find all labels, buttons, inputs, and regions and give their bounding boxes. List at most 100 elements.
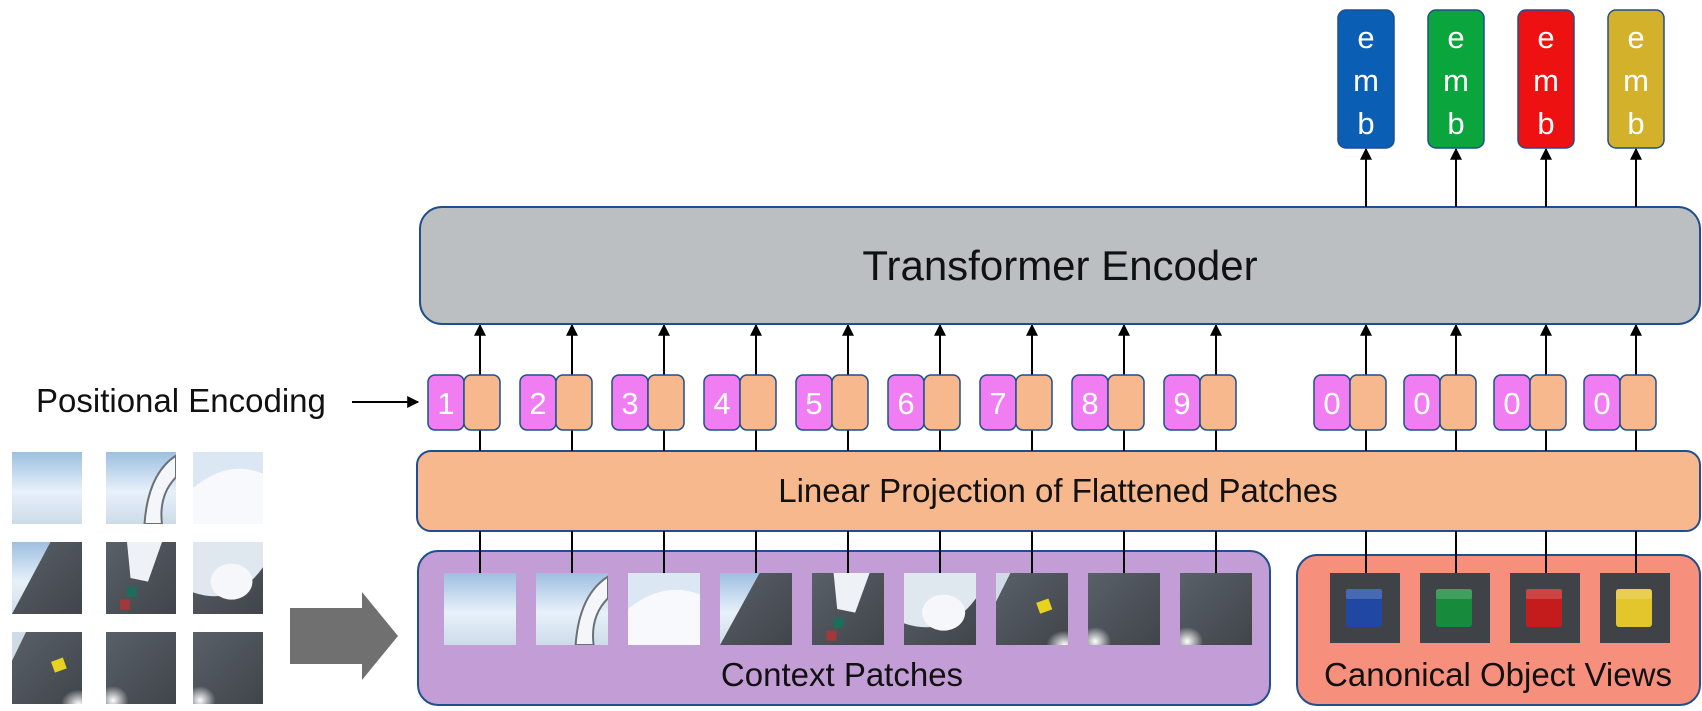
embedding-letter: e bbox=[1447, 20, 1464, 55]
patch-embedding-box bbox=[923, 374, 961, 431]
canonical-object-image bbox=[1510, 573, 1580, 643]
embedding-letter: e bbox=[1627, 20, 1644, 55]
linear-projection-label: Linear Projection of Flattened Patches bbox=[778, 472, 1338, 509]
patch-embedding-box bbox=[647, 374, 685, 431]
input-patch-image bbox=[106, 542, 176, 614]
token: 9 bbox=[1163, 323, 1237, 451]
context-patch-image bbox=[904, 573, 976, 645]
position-index-label: 8 bbox=[1081, 386, 1098, 421]
embedding-box bbox=[1337, 9, 1395, 149]
token: 1 bbox=[427, 323, 501, 451]
embedding-letter: b bbox=[1357, 106, 1374, 141]
patch-embedding-box bbox=[1619, 374, 1657, 431]
token: 0 bbox=[1403, 323, 1477, 451]
patch-embedding-box bbox=[463, 374, 501, 431]
input-patch-image bbox=[193, 632, 263, 704]
token: 8 bbox=[1071, 323, 1145, 451]
big-arrow-icon bbox=[290, 592, 398, 680]
input-patch-image bbox=[12, 452, 82, 524]
transformer-encoder-box bbox=[419, 206, 1701, 325]
linear-projection-bar bbox=[416, 450, 1701, 532]
embedding-letter: b bbox=[1627, 106, 1644, 141]
context-patch-image bbox=[628, 573, 700, 645]
object-cube bbox=[1436, 589, 1472, 627]
embedding-box bbox=[1427, 9, 1485, 149]
embedding-output: emb bbox=[1427, 9, 1485, 207]
token: 0 bbox=[1583, 323, 1657, 451]
position-index-label: 0 bbox=[1593, 386, 1610, 421]
token: 5 bbox=[795, 323, 869, 451]
object-cube bbox=[1616, 589, 1652, 627]
embedding-box bbox=[1517, 9, 1575, 149]
canonical-object-images bbox=[1330, 573, 1670, 643]
canonical-object-image bbox=[1420, 573, 1490, 643]
patch-embedding-box bbox=[1529, 374, 1567, 431]
position-index-label: 0 bbox=[1323, 386, 1340, 421]
embedding-letter: m bbox=[1443, 63, 1469, 98]
embedding-letter: m bbox=[1353, 63, 1379, 98]
input-patch-image bbox=[193, 542, 263, 614]
position-index-label: 5 bbox=[805, 386, 822, 421]
position-index-label: 6 bbox=[897, 386, 914, 421]
input-image-grid bbox=[12, 452, 263, 704]
embedding-letter: b bbox=[1537, 106, 1554, 141]
embedding-letter: m bbox=[1623, 63, 1649, 98]
context-patch-image bbox=[996, 573, 1068, 645]
patch-embedding-box bbox=[739, 374, 777, 431]
embedding-output: emb bbox=[1517, 9, 1575, 207]
position-index-label: 2 bbox=[529, 386, 546, 421]
embedding-letter: b bbox=[1447, 106, 1464, 141]
input-patch-image bbox=[12, 632, 82, 704]
embedding-output: emb bbox=[1607, 9, 1665, 207]
embedding-letter: e bbox=[1537, 20, 1554, 55]
embedding-letter: e bbox=[1357, 20, 1374, 55]
token: 0 bbox=[1493, 323, 1567, 451]
patch-embedding-box bbox=[1349, 374, 1387, 431]
context-patch-image bbox=[1088, 573, 1160, 645]
canonical-object-image bbox=[1330, 573, 1400, 643]
embedding-box bbox=[1607, 9, 1665, 149]
context-patches-label: Context Patches bbox=[721, 656, 963, 693]
input-patch-image bbox=[106, 632, 176, 704]
token: 4 bbox=[703, 323, 777, 451]
position-index-label: 0 bbox=[1413, 386, 1430, 421]
patch-embedding-box bbox=[1199, 374, 1237, 431]
context-patch-image bbox=[812, 573, 884, 645]
token: 7 bbox=[979, 323, 1053, 451]
context-patch-image bbox=[536, 573, 608, 645]
context-patch-image bbox=[720, 573, 792, 645]
token: 3 bbox=[611, 323, 685, 451]
positional-encoding-label: Positional Encoding bbox=[36, 382, 326, 419]
embedding-letter: m bbox=[1533, 63, 1559, 98]
token-row: 1 2 3 4 5 6 7 8 9 0 0 0 0 bbox=[427, 323, 1657, 451]
position-index-label: 0 bbox=[1503, 386, 1520, 421]
patch-connector-lines bbox=[479, 531, 1637, 573]
embedding-output: emb bbox=[1337, 9, 1395, 207]
position-index-label: 9 bbox=[1173, 386, 1190, 421]
patch-embedding-box bbox=[555, 374, 593, 431]
context-patch-image bbox=[444, 573, 516, 645]
patch-embedding-box bbox=[1439, 374, 1477, 431]
object-cube bbox=[1526, 589, 1562, 627]
input-patch-image bbox=[106, 452, 176, 524]
context-patch-images bbox=[444, 573, 1252, 645]
patch-embedding-box bbox=[1015, 374, 1053, 431]
context-patch-image bbox=[1180, 573, 1252, 645]
position-index-label: 1 bbox=[437, 386, 454, 421]
position-index-label: 7 bbox=[989, 386, 1006, 421]
input-patch-image bbox=[12, 542, 82, 614]
position-index-label: 4 bbox=[713, 386, 730, 421]
transformer-encoder-label: Transformer Encoder bbox=[862, 242, 1257, 289]
input-patch-image bbox=[193, 452, 263, 524]
canonical-object-views-label: Canonical Object Views bbox=[1324, 656, 1672, 693]
position-index-label: 3 bbox=[621, 386, 638, 421]
token: 6 bbox=[887, 323, 961, 451]
patch-embedding-box bbox=[831, 374, 869, 431]
object-cube bbox=[1346, 589, 1382, 627]
token: 2 bbox=[519, 323, 593, 451]
patch-embedding-box bbox=[1107, 374, 1145, 431]
canonical-object-image bbox=[1600, 573, 1670, 643]
token: 0 bbox=[1313, 323, 1387, 451]
